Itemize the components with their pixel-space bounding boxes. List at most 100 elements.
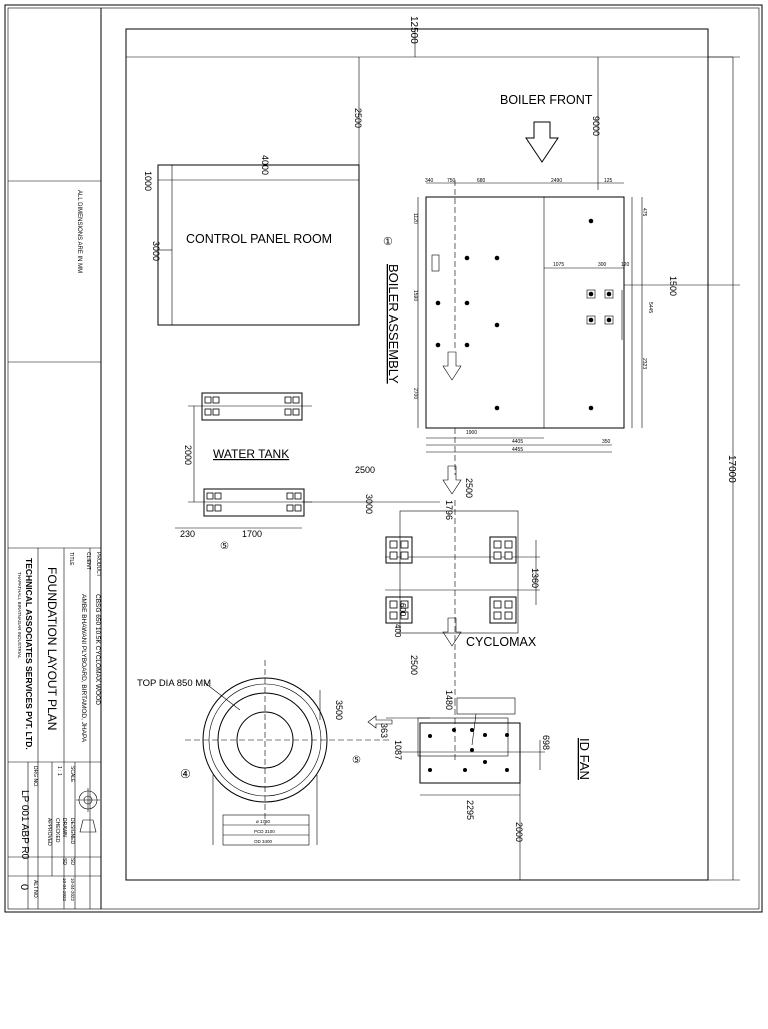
dim-b475: 475 bbox=[641, 208, 647, 217]
control-panel-room bbox=[157, 164, 360, 326]
cyclomax-label: CYCLOMAX bbox=[466, 635, 537, 649]
drawn-value: SD bbox=[61, 858, 67, 865]
id-fan bbox=[386, 697, 545, 880]
dim-b4405: 4405 bbox=[512, 439, 523, 445]
scale-value: 1 : 1 bbox=[56, 766, 62, 776]
dim-b120: 120 bbox=[621, 262, 630, 268]
dim-b2700: 2700 bbox=[412, 388, 418, 399]
dim-1087: 1087 bbox=[393, 740, 403, 760]
top-dia-leader bbox=[204, 682, 241, 711]
dim-2500-wt: 2500 bbox=[355, 465, 375, 475]
dim-363: 363 bbox=[379, 723, 389, 738]
dim-b4455: 4455 bbox=[512, 447, 523, 453]
dim-2295: 2295 bbox=[465, 800, 475, 820]
top-dia-label: TOP DIA 850 MM bbox=[137, 678, 211, 689]
dim-4000: 4000 bbox=[260, 155, 270, 175]
chimney-od: OD 3400 bbox=[254, 839, 273, 844]
boiler-assembly-marker: ① bbox=[383, 236, 393, 248]
chimney-dia: ø 1780 bbox=[256, 819, 271, 824]
sheet-border bbox=[4, 4, 763, 913]
dim-1700: 1700 bbox=[242, 529, 262, 539]
chimney-pcd: PCD 3100 bbox=[254, 829, 275, 834]
dim-3000-cp: 3000 bbox=[151, 241, 161, 261]
boiler-assembly bbox=[417, 180, 740, 475]
title-label: TITLE bbox=[68, 552, 74, 566]
dim-b1075: 1075 bbox=[553, 262, 564, 268]
dim-b5445: 5445 bbox=[647, 302, 653, 313]
water-tank-marker: ⑤ bbox=[220, 541, 229, 552]
boiler-assembly-label: BOILER ASSEMBLY bbox=[386, 264, 401, 384]
boiler-bolts bbox=[431, 218, 614, 411]
projection-cone-icon bbox=[79, 819, 97, 833]
dim-b300: 300 bbox=[598, 262, 607, 268]
drawn-label: DRAWN bbox=[61, 818, 67, 837]
dim-3000-wt: 3000 bbox=[364, 494, 374, 514]
dim-2500-top: 2500 bbox=[353, 108, 363, 128]
dim-2000-bot: 2000 bbox=[514, 822, 524, 842]
dim-17000: 17000 bbox=[726, 455, 737, 483]
dim-3500: 3500 bbox=[334, 700, 344, 720]
water-tank bbox=[175, 392, 440, 529]
company-sub: THAPATHALI, BIRATNAGAR INDUSTRIAL bbox=[17, 572, 22, 659]
title-block bbox=[8, 180, 101, 909]
dim-b2490: 2490 bbox=[551, 178, 562, 184]
alt-no-label: ALT NO. bbox=[32, 880, 38, 899]
dim-2500-mid: 2500 bbox=[464, 478, 474, 498]
dim-1796: 1796 bbox=[444, 500, 454, 520]
dim-9000: 9000 bbox=[591, 116, 601, 136]
checked-label: CHECKED bbox=[54, 818, 60, 843]
designed-value: SD bbox=[69, 858, 75, 865]
dim-1360: 1360 bbox=[530, 568, 540, 588]
dim-600: 600 bbox=[398, 603, 407, 617]
id-fan-label: ID FAN bbox=[577, 738, 592, 780]
dim-b750: 750 bbox=[447, 178, 456, 184]
dim-2000-wt: 2000 bbox=[183, 445, 193, 465]
boiler-front-arrow-icon bbox=[525, 121, 559, 163]
dim-12500: 12500 bbox=[408, 16, 419, 44]
dim-230: 230 bbox=[180, 529, 195, 539]
drg-no-value: LP 001 ABP R0 bbox=[19, 790, 30, 860]
dim-2500-low: 2500 bbox=[409, 655, 419, 675]
cyclomax bbox=[385, 500, 540, 700]
id-fan-marker: ⑤ bbox=[352, 755, 361, 766]
dim-b1590: 1590 bbox=[412, 290, 418, 301]
dim-1000: 1000 bbox=[143, 171, 153, 191]
boiler-front-label: BOILER FRONT bbox=[500, 93, 593, 107]
dim-1500: 1500 bbox=[668, 276, 678, 296]
control-panel-room-label: CONTROL PANEL ROOM bbox=[186, 232, 332, 246]
dim-b125: 125 bbox=[604, 178, 613, 184]
dim-698: 698 bbox=[541, 735, 551, 750]
chimney-foundation bbox=[185, 660, 390, 846]
client-value: AMBE BHAWANI PLYBOARD, BIRTAMOD, JHAPA bbox=[80, 594, 87, 743]
all-dimensions-note: ALL DIMENSIONS ARE IN MM bbox=[76, 190, 82, 273]
cyclomax-flow-arrow-icon bbox=[442, 465, 462, 495]
approved-label: APPROVED bbox=[46, 818, 52, 846]
dim-1480: 1480 bbox=[444, 690, 454, 710]
dim-b680: 680 bbox=[477, 178, 486, 184]
designed-date: 10-04-2022 bbox=[70, 878, 75, 902]
water-tank-label: WATER TANK bbox=[213, 447, 289, 461]
product-value: CBSG 650 10.5K CYCLOMAX WOOD bbox=[94, 594, 101, 705]
cyclomax-outlet-arrow-icon bbox=[442, 617, 462, 647]
drawn-date: 10-04-2022 bbox=[62, 878, 67, 902]
drawing-title: FOUNDATION LAYOUT PLAN bbox=[45, 567, 59, 730]
dim-b1900: 1900 bbox=[466, 430, 477, 436]
designed-label: DESIGNED bbox=[69, 818, 75, 845]
alt-no-value: 0 bbox=[18, 884, 30, 890]
dim-b1120: 1120 bbox=[412, 213, 418, 224]
overall-dimension-lines bbox=[126, 29, 740, 881]
scale-label: SCALE bbox=[69, 766, 75, 783]
dim-400: 400 bbox=[393, 624, 402, 638]
dim-b350: 350 bbox=[602, 439, 611, 445]
drg-no-label: DRG NO. bbox=[32, 766, 38, 787]
dim-b340: 340 bbox=[425, 178, 434, 184]
chimney-marker: ④ bbox=[180, 767, 191, 781]
company-name: TECHNICAL ASSOCIATES SERVICES PVT. LTD. bbox=[24, 558, 34, 750]
client-label: CLIENT bbox=[85, 552, 91, 570]
product-label: PRODUCT bbox=[95, 552, 101, 577]
dim-b2323: 2323 bbox=[641, 358, 647, 369]
boiler-flow-arrow-icon bbox=[442, 351, 462, 381]
id-fan-arrow-icon bbox=[367, 715, 393, 729]
